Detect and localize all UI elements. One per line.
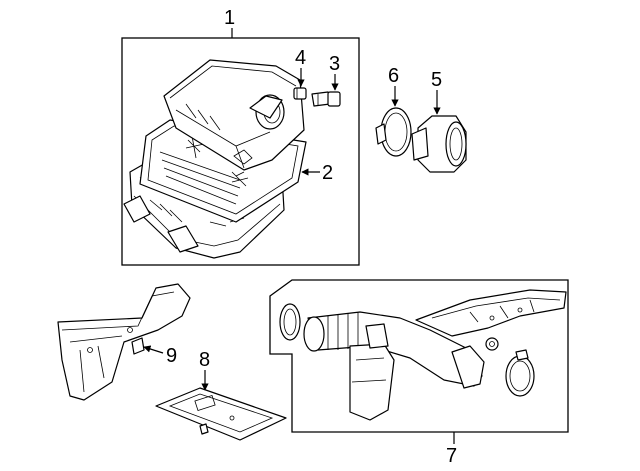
- callout-5: 5: [431, 69, 442, 91]
- part-3-fitting[interactable]: [311, 91, 341, 107]
- air-cleaner-upper-cover[interactable]: [163, 59, 305, 171]
- air-cleaner-group-box: [121, 37, 360, 266]
- part-7-resonator[interactable]: [415, 289, 567, 337]
- intake-duct-group-box: [269, 279, 569, 433]
- part-4-cap[interactable]: [293, 87, 307, 100]
- part-8-plate[interactable]: [155, 387, 287, 441]
- callout-1: 1: [224, 7, 235, 29]
- part-7-intake-duct[interactable]: [303, 311, 485, 421]
- part-5-mass-air-flow-sensor[interactable]: [411, 115, 467, 173]
- callout-4: 4: [295, 47, 306, 69]
- part-7-duct-clamp-right[interactable]: [505, 349, 535, 397]
- callout-6: 6: [388, 65, 399, 87]
- callout-9: 9: [166, 345, 177, 367]
- part-7-grommet[interactable]: [485, 337, 499, 351]
- part-7-duct-clamp-left[interactable]: [279, 303, 301, 341]
- part-6-clamp[interactable]: [375, 107, 412, 157]
- part-9-bracket[interactable]: [57, 283, 191, 401]
- callout-3: 3: [329, 53, 340, 75]
- callout-7: 7: [446, 445, 457, 467]
- callout-8: 8: [199, 349, 210, 371]
- callout-2: 2: [322, 162, 333, 184]
